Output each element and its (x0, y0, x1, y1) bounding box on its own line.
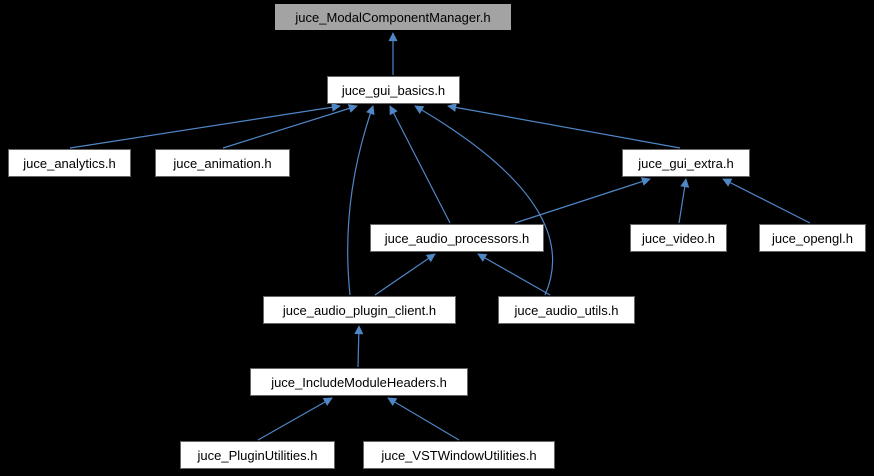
graph-node-audio-processors[interactable]: juce_audio_processors.h (370, 224, 544, 252)
graph-node-include-module-headers[interactable]: juce_IncludeModuleHeaders.h (250, 368, 468, 396)
edge-include-module-headers-to-audio-plugin-client (354, 325, 364, 368)
graph-node-gui-basics[interactable]: juce_gui_basics.h (327, 76, 460, 104)
edge-video-to-gui-extra (678, 178, 690, 224)
graph-node-modal-component-manager: juce_ModalComponentManager.h (274, 3, 512, 31)
edge-audio-utils-to-audio-processors (477, 253, 551, 296)
graph-node-opengl[interactable]: juce_opengl.h (759, 224, 866, 252)
edge-plugin-utilities-to-include-module-headers (257, 397, 333, 441)
edge-audio-plugin-client-to-audio-processors (374, 253, 436, 296)
graph-node-audio-plugin-client[interactable]: juce_audio_plugin_client.h (263, 296, 456, 324)
graph-node-audio-utils[interactable]: juce_audio_utils.h (498, 296, 635, 324)
graph-node-video[interactable]: juce_video.h (630, 224, 727, 252)
edge-audio-utils-to-gui-basics (414, 105, 554, 296)
edge-audio-processors-to-gui-basics (389, 105, 451, 224)
edge-audio-plugin-client-to-gui-basics (347, 105, 375, 296)
edge-audio-processors-to-gui-extra (514, 177, 651, 224)
graph-node-analytics[interactable]: juce_analytics.h (8, 149, 131, 177)
graph-node-plugin-utilities[interactable]: juce_PluginUtilities.h (180, 441, 335, 469)
edge-analytics-to-gui-basics (69, 102, 341, 149)
graph-node-vst-window-utilities[interactable]: juce_VSTWindowUtilities.h (363, 441, 555, 469)
edge-gui-extra-to-gui-basics (447, 103, 681, 149)
edge-vst-window-utilities-to-include-module-headers (387, 397, 460, 441)
edge-animation-to-gui-basics (222, 104, 358, 149)
edge-opengl-to-gui-extra (722, 178, 811, 224)
graph-node-gui-extra[interactable]: juce_gui_extra.h (622, 149, 750, 177)
graph-node-animation[interactable]: juce_animation.h (155, 149, 290, 177)
